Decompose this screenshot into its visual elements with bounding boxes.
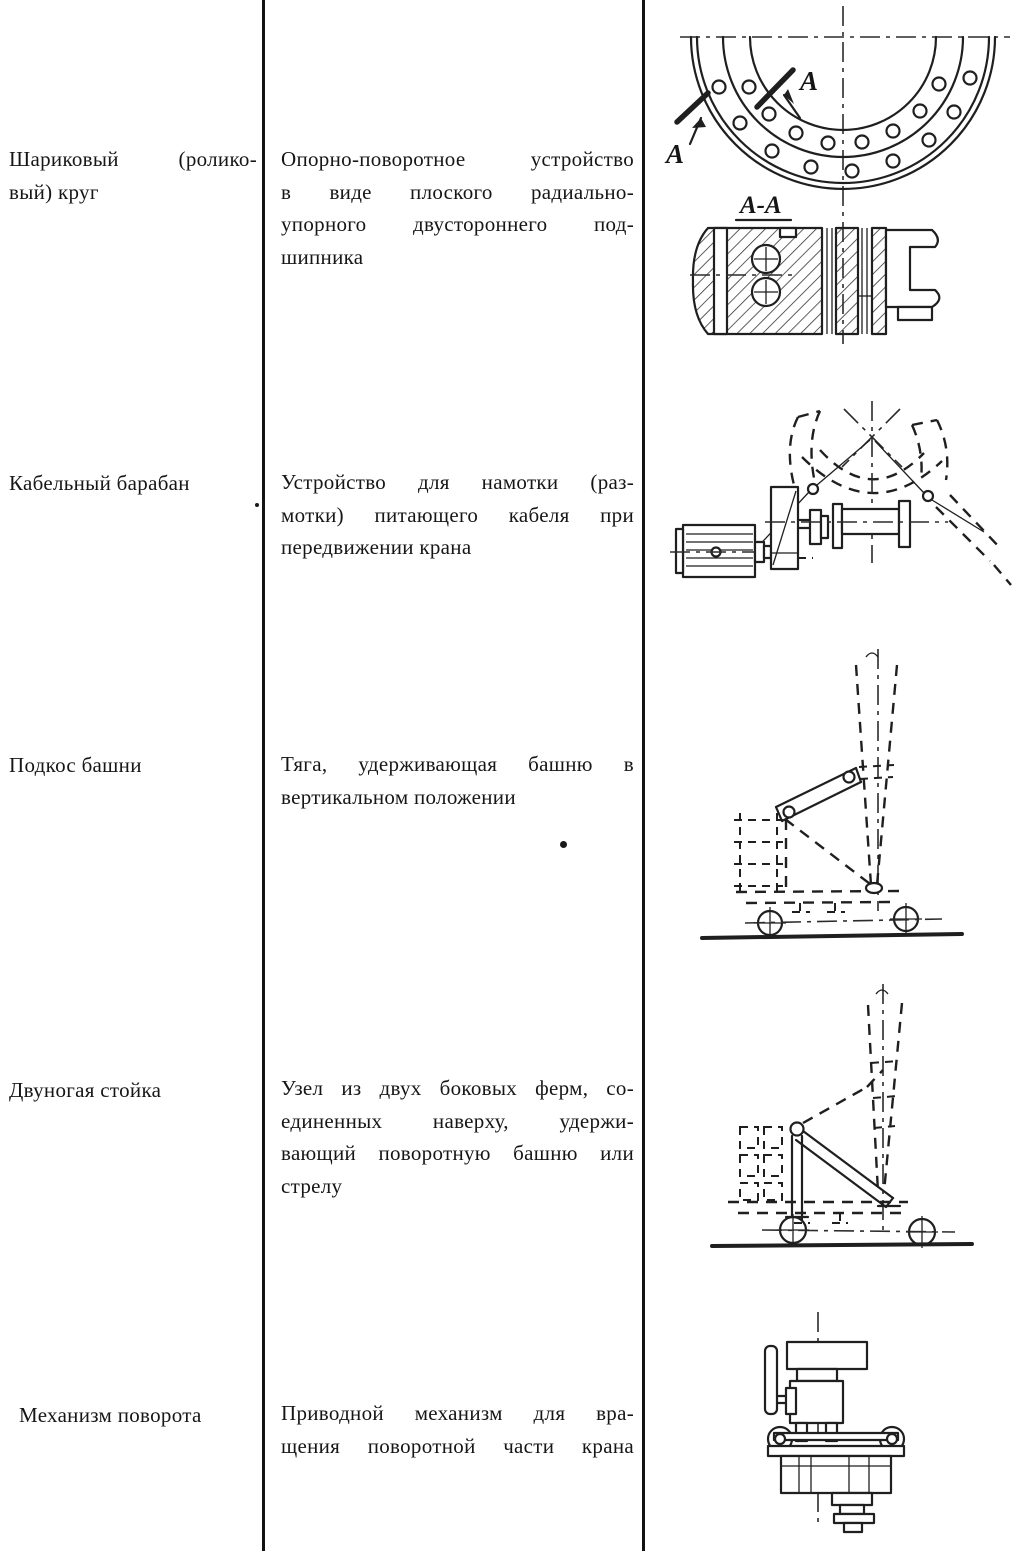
gearbox: [753, 485, 813, 571]
definition-line: Приводной механизм для вра-: [281, 1401, 634, 1425]
definition-line: Тяга, удерживающая башню в: [281, 752, 634, 776]
column-rule-left: [262, 0, 265, 1551]
definition-line: единенных наверху, удержи-: [281, 1108, 634, 1133]
definition-line: вертикальном положении: [281, 784, 516, 809]
figure-ball-roller-ring: А А А-А: [664, 6, 1010, 344]
view-arrow-label: А: [664, 139, 684, 169]
ring-balls: [711, 70, 978, 179]
wheels: [710, 1214, 974, 1248]
definition-cell-two-leg-stand: Узел из двух боковых ферм, со- единенных…: [281, 1072, 634, 1202]
definition-cell-cable-drum: Устройство для намотки (раз- мотки) пита…: [281, 466, 634, 564]
term-cell-slewing-mechanism: Механизм поворота: [19, 1399, 267, 1432]
brace-link: [774, 766, 863, 823]
term-cell-cable-drum: Кабельный барабан: [9, 467, 257, 500]
crane-structure-dashed: [788, 409, 1012, 586]
motor-block: [785, 1340, 869, 1371]
term-cell-ball-roller-ring: Шариковый (ролико- вый) круг: [9, 143, 257, 208]
brake-lever: [763, 1344, 798, 1416]
counter-frame-dashed: [734, 813, 783, 893]
definition-line: щения поворотной части крана: [281, 1433, 634, 1458]
definition-line: Узел из двух боковых ферм, со-: [281, 1076, 634, 1100]
tower-dashed: [854, 649, 899, 911]
term-cell-tower-brace: Подкос башни: [9, 749, 257, 782]
term-cell-two-leg-stand: Двуногая стойка: [9, 1074, 257, 1107]
term-line: Кабельный барабан: [9, 471, 190, 495]
tie-dashed: [802, 1085, 868, 1125]
section-cut-mark-lower: А: [664, 90, 711, 169]
counterweight-dashed: [739, 1126, 783, 1201]
tie-dashed: [784, 818, 875, 888]
ink-speck: [255, 503, 259, 507]
figure-tower-brace: [700, 649, 964, 940]
term-line: вый) круг: [9, 179, 99, 204]
ink-speck: [560, 841, 567, 848]
view-arrow-label: А: [798, 66, 818, 96]
section-drawing: [690, 226, 941, 336]
gearbox-block: [788, 1379, 845, 1425]
definition-line: упорного двустороннего под-: [281, 212, 634, 237]
tie-dashed: [866, 1069, 884, 1088]
axis-cross: [841, 401, 903, 563]
electric-motor: [670, 523, 764, 579]
platform-dashed: [735, 881, 901, 913]
section-cut-mark-upper: А: [754, 66, 818, 120]
wheels: [700, 903, 964, 940]
definition-line: мотки) питающего кабеля при: [281, 502, 634, 527]
column-rule-right: [642, 0, 645, 1551]
definition-line: Устройство для намотки (раз-: [281, 470, 634, 494]
two-leg-stand: [784, 1121, 902, 1219]
motor-neck: [795, 1367, 839, 1383]
definition-line: вающий поворотную башню или: [281, 1141, 634, 1166]
platform-dashed: [728, 1200, 908, 1224]
figure-two-leg-stand: [710, 984, 974, 1248]
figure-slewing-mechanism: [763, 1312, 906, 1534]
definition-cell-ball-roller-ring: Опорно-поворотное устройство в виде плос…: [281, 143, 634, 273]
definition-line: в виде плоского радиально-: [281, 179, 634, 204]
definition-line: Опорно-поворотное устройство: [281, 147, 634, 171]
mounting-plate: [766, 1425, 906, 1458]
definition-line: шипника: [281, 244, 364, 269]
cable-drum-body: [765, 499, 948, 550]
gear-housing: [779, 1454, 893, 1495]
term-line: Шариковый (ролико-: [9, 147, 257, 171]
figure-cable-drum: [670, 401, 1012, 586]
definition-cell-tower-brace: Тяга, удерживающая башню в вертикальном …: [281, 748, 634, 813]
definition-line: стрелу: [281, 1173, 343, 1198]
definition-line: передвижении крана: [281, 535, 472, 560]
tower-dashed: [866, 984, 904, 1234]
term-line: Механизм поворота: [19, 1403, 202, 1427]
term-line: Подкос башни: [9, 753, 142, 777]
definition-cell-slewing-mechanism: Приводной механизм для вра- щения поворо…: [281, 1397, 634, 1462]
term-line: Двуногая стойка: [9, 1078, 162, 1102]
section-label: А-А: [738, 192, 782, 219]
output-shaft: [830, 1491, 876, 1534]
